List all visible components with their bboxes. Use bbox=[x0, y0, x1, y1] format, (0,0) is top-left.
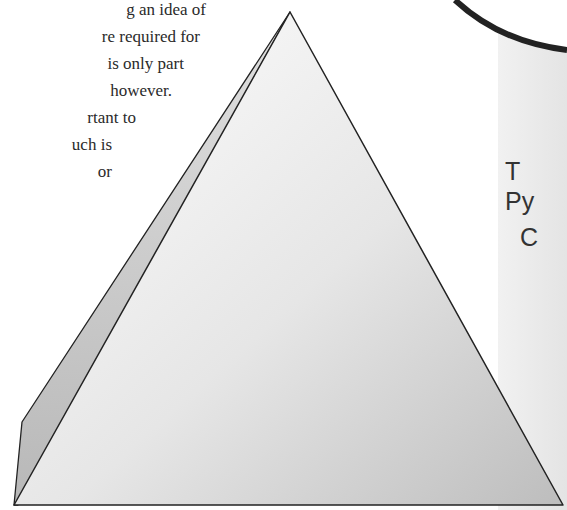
body-text-line: rtant to bbox=[87, 108, 136, 128]
panel-text: T bbox=[505, 156, 520, 186]
body-text-line: uch is bbox=[72, 135, 112, 155]
panel-text: C bbox=[520, 222, 538, 252]
body-text-line: re required for bbox=[102, 27, 200, 47]
body-text-line: g an idea of bbox=[126, 0, 206, 20]
bubble-curve bbox=[455, 0, 567, 50]
body-text-line: or bbox=[98, 162, 112, 182]
body-text-line: however. bbox=[110, 81, 172, 101]
body-text-line: is only part bbox=[108, 54, 185, 74]
pyramid-front-face bbox=[14, 12, 563, 505]
panel-text: Py bbox=[505, 186, 534, 216]
